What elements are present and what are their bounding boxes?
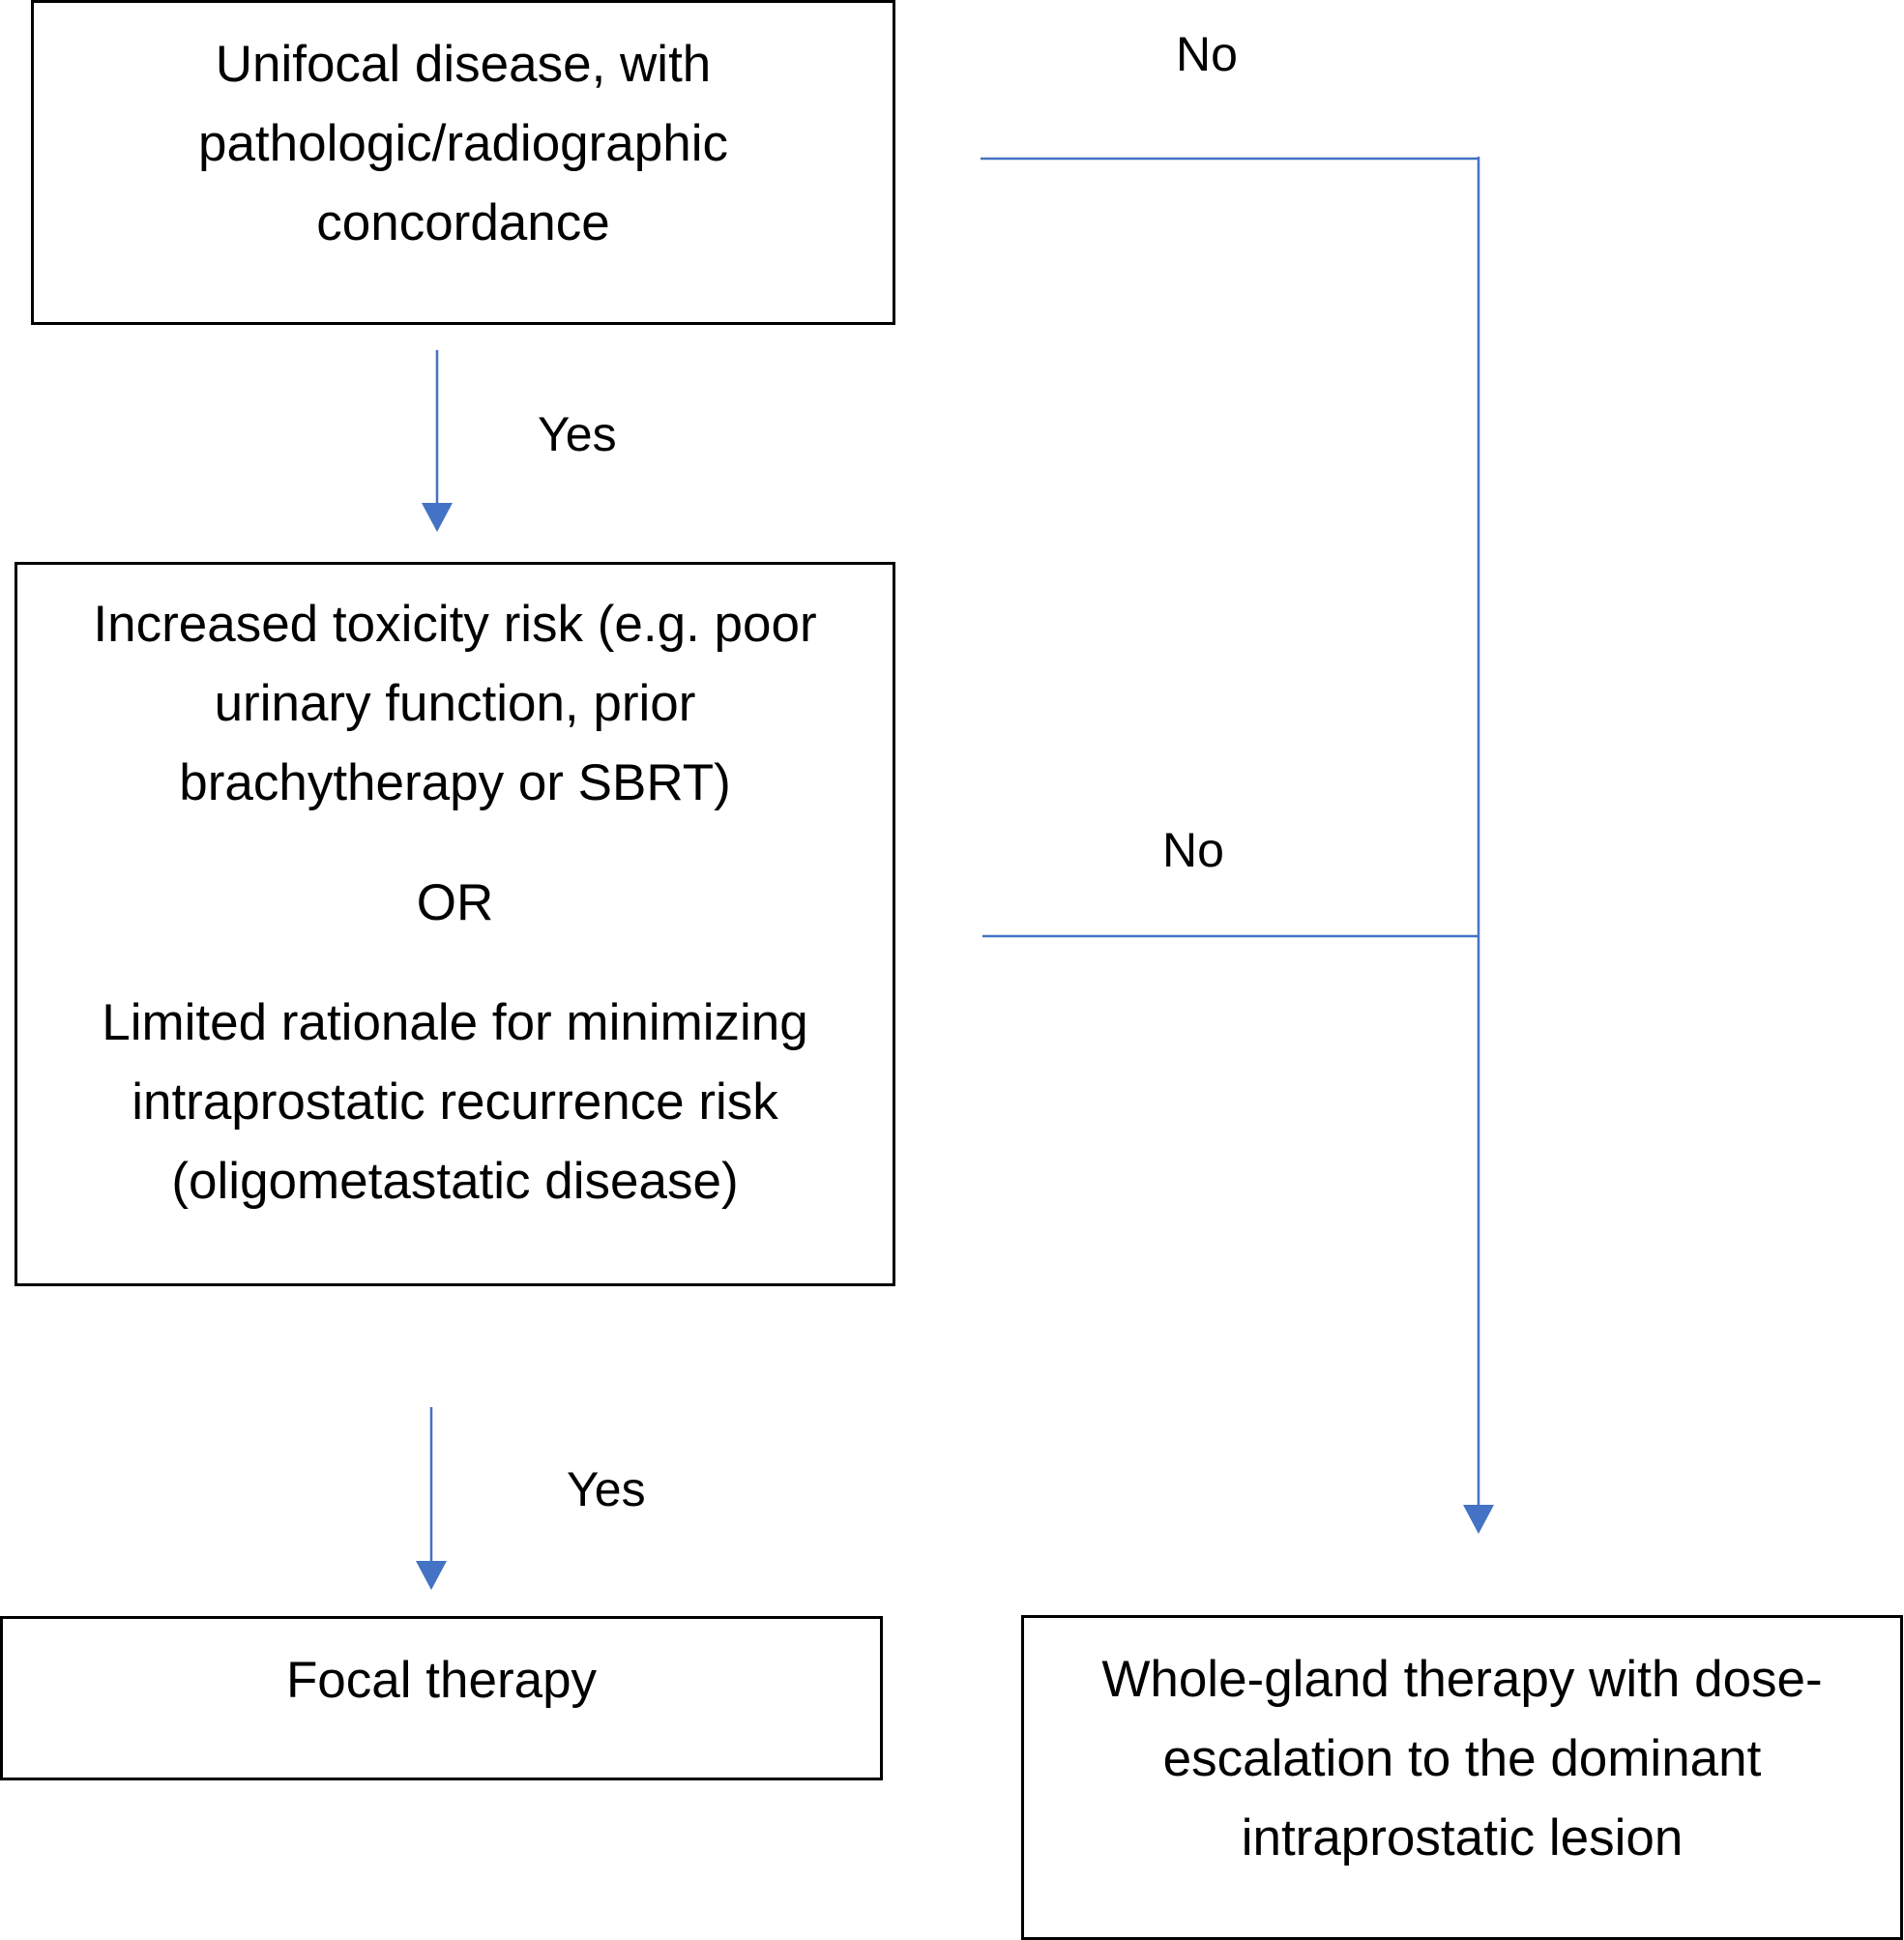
whole-gland-line-3: intraprostatic lesion	[1241, 1809, 1684, 1867]
focal-therapy-box: Focal therapy	[0, 1616, 883, 1780]
toxicity-line-3: brachytherapy or SBRT)	[179, 754, 731, 811]
no-label-2: No	[1162, 823, 1224, 877]
rationale-line-2: intraprostatic recurrence risk	[132, 1073, 778, 1131]
whole-gland-therapy-box: Whole-gland therapy with dose- escalatio…	[1021, 1615, 1903, 1940]
whole-gland-line-1: Whole-gland therapy with dose-	[1101, 1651, 1823, 1708]
toxicity-risk-box: Increased toxicity risk (e.g. poor urina…	[15, 562, 895, 1286]
unifocal-line-2: pathologic/radiographic	[197, 115, 729, 172]
no-label-1: No	[1176, 27, 1238, 81]
rationale-line-3: (oligometastatic disease)	[171, 1153, 739, 1210]
unifocal-line-1: Unifocal disease, with	[215, 36, 712, 93]
toxicity-line-2: urinary function, prior	[214, 675, 696, 732]
yes-arrow-1-head	[422, 503, 453, 532]
or-separator: OR	[416, 874, 494, 931]
no-trunk-arrowhead	[1463, 1505, 1494, 1534]
unifocal-disease-box: Unifocal disease, with pathologic/radiog…	[31, 0, 895, 325]
focal-therapy-label: Focal therapy	[285, 1652, 598, 1709]
toxicity-line-1: Increased toxicity risk (e.g. poor	[93, 596, 817, 653]
unifocal-line-3: concordance	[316, 194, 610, 251]
yes-label-1: Yes	[538, 407, 617, 461]
yes-label-2: Yes	[567, 1462, 646, 1516]
yes-arrow-2-head	[416, 1561, 447, 1590]
whole-gland-line-2: escalation to the dominant	[1162, 1730, 1762, 1787]
rationale-line-1: Limited rationale for minimizing	[102, 994, 808, 1051]
